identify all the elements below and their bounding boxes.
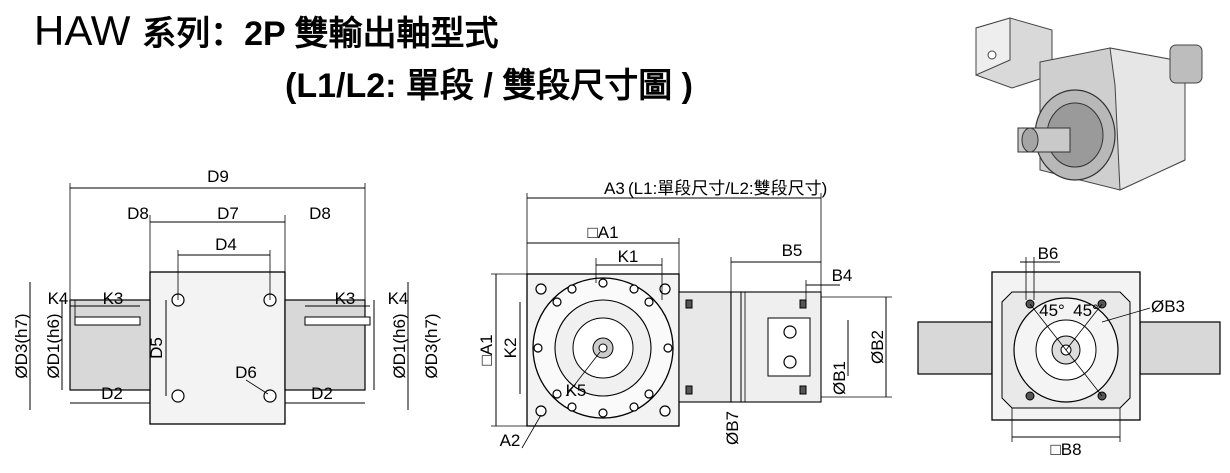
mounting-hole: [171, 389, 185, 403]
dim-d3-right: ØD3(h7): [422, 313, 441, 378]
dim-angle-2: 45°: [1073, 301, 1099, 320]
right-shaft-end: [1139, 321, 1221, 375]
dim-a1-left: □A1: [477, 334, 496, 365]
right-keyway: [304, 316, 371, 326]
dim-d8-right: D8: [309, 204, 331, 223]
right-shaft: [284, 299, 366, 391]
dim-d3-left: ØD3(h7): [12, 313, 31, 378]
dim-k1: K1: [618, 247, 639, 266]
end-view: B6 45° 45° ØB3 □B8: [917, 244, 1221, 459]
dim-d5: D5: [147, 337, 166, 359]
gearbox-photo-icon: [975, 17, 1203, 191]
title-main: 2P 雙輸出軸型式: [244, 15, 499, 53]
dim-b2: ØB2: [868, 330, 887, 364]
dim-d1-right: ØD1(h6): [390, 313, 409, 378]
dim-k4-right: K4: [388, 289, 409, 308]
left-shaft: [69, 299, 151, 391]
left-shaft-end: [917, 321, 993, 375]
page-title: HAW 系列：2P 雙輸出軸型式: [34, 6, 499, 55]
dim-d9: D9: [207, 167, 229, 186]
side-view: D9 D8 D7 D8 D4 K4 K3 K3 K4 ØD3(h7) ØD1(h…: [12, 167, 441, 425]
dim-d2-right: D2: [311, 384, 333, 403]
dim-d2-left: D2: [101, 384, 123, 403]
dim-d1-left: ØD1(h6): [44, 313, 63, 378]
adapter-section: [678, 291, 732, 403]
dim-a2: A2: [500, 431, 521, 450]
dim-k5: K5: [566, 381, 587, 400]
gearbox-body: [149, 271, 286, 425]
dim-d8-left: D8: [127, 204, 149, 223]
dim-a3-note: (L1:單段尺寸/L2:雙段尺寸): [628, 179, 827, 198]
dim-d4: D4: [215, 235, 237, 254]
dim-angle-1: 45°: [1039, 301, 1065, 320]
dim-a3: A3: [604, 179, 625, 198]
dim-b8: □B8: [1050, 440, 1081, 459]
title-prefix: HAW: [34, 7, 131, 54]
mounting-hole: [263, 389, 277, 403]
title-series: 系列：: [142, 15, 245, 53]
dim-a1-top: □A1: [587, 223, 618, 242]
dim-b3: ØB3: [1151, 297, 1185, 316]
dim-k2: K2: [501, 338, 520, 359]
left-keyway: [74, 316, 141, 326]
dim-d6: D6: [235, 363, 257, 382]
dim-b4: B4: [832, 266, 853, 285]
dim-k3-left: K3: [103, 289, 124, 308]
dim-b7: ØB7: [723, 411, 742, 445]
dim-b1: ØB1: [830, 361, 849, 395]
dim-b5: B5: [782, 241, 803, 260]
front-view: A3 (L1:單段尺寸/L2:雙段尺寸) □A1 K1 B5 B4 □A1 K2…: [477, 179, 892, 450]
page-subtitle: (L1/L2: 單段 / 雙段尺寸圖 ): [285, 67, 693, 105]
dim-a3-label: A3: [604, 179, 625, 198]
dim-k3-right: K3: [335, 289, 356, 308]
dim-b6: B6: [1038, 244, 1059, 263]
dim-k4-left: K4: [48, 289, 69, 308]
dim-d7: D7: [217, 204, 239, 223]
